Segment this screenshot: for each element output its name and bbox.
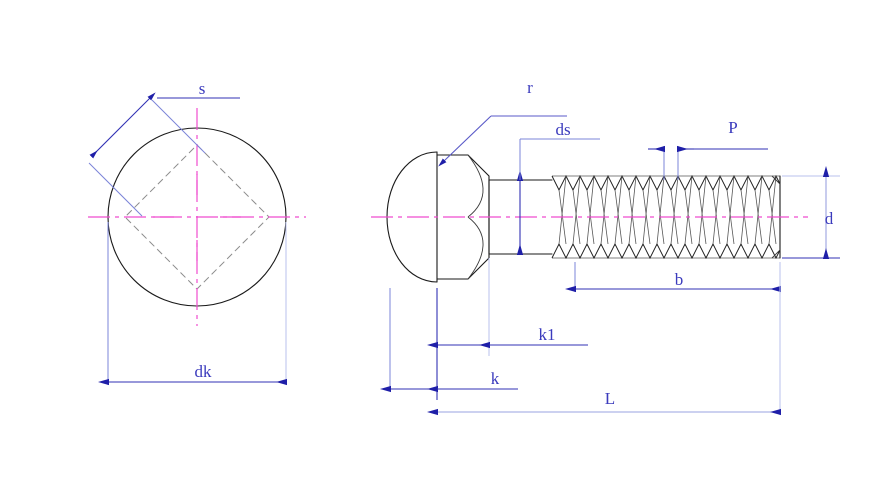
head-square-neck-lower-profile — [436, 216, 490, 280]
s-dimension-line — [89, 92, 156, 159]
dimension-label-s: s — [199, 79, 206, 98]
dimension-label-ds: ds — [555, 120, 570, 139]
head-inner-arc-lower — [467, 216, 484, 280]
r-leader-line — [438, 115, 492, 167]
head-inner-arc-upper — [467, 154, 484, 218]
dimension-label-k: k — [491, 369, 500, 388]
dimension-label-l: L — [605, 389, 615, 408]
dimension-label-k1: k1 — [539, 325, 556, 344]
s-extension-line-upper — [151, 99, 206, 154]
dimension-label-b: b — [675, 270, 684, 289]
dimension-label-d: d — [825, 209, 834, 228]
head-square-neck-upper-profile — [436, 154, 490, 218]
bolt-end-chamfer — [771, 175, 781, 259]
end-view-group: s dk — [88, 79, 306, 386]
s-extension-line-lower — [88, 162, 143, 217]
dimension-label-dk: dk — [195, 362, 213, 381]
side-view-group: r ds P d b — [371, 78, 840, 416]
dimension-label-p: P — [728, 118, 737, 137]
dimension-label-r: r — [527, 78, 533, 97]
